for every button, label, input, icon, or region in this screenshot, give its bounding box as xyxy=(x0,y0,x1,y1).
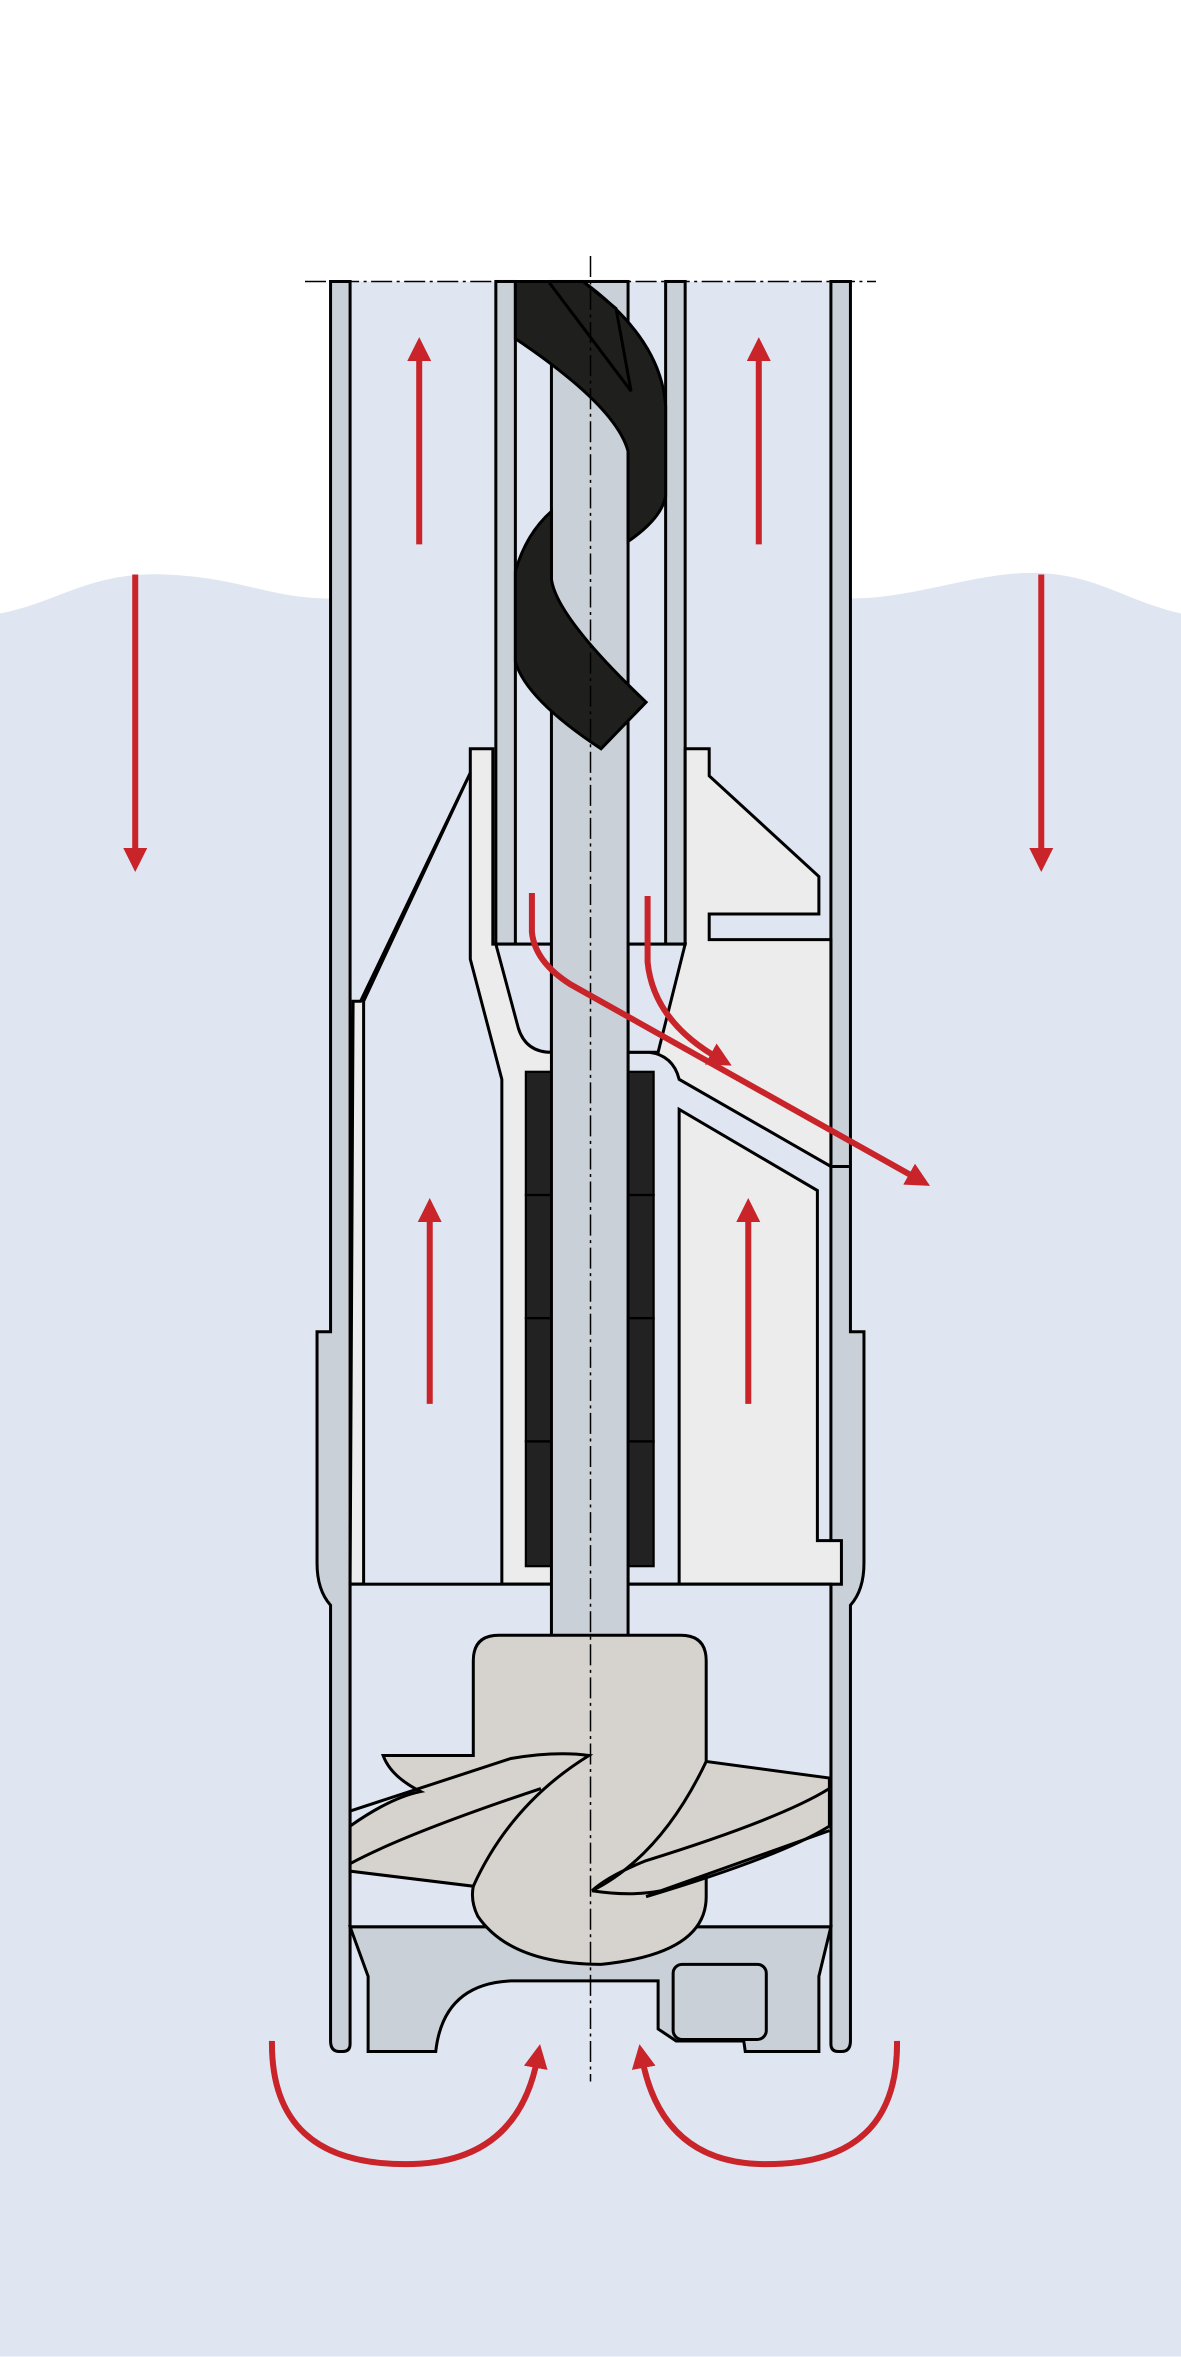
flow-arrow-diagonal xyxy=(644,896,732,1066)
impeller xyxy=(348,1633,831,1966)
motor-stator xyxy=(524,1070,655,1568)
centerline xyxy=(305,255,876,2082)
flow-arrow-curved xyxy=(268,2040,548,2168)
flow-arrow-curved xyxy=(631,2040,901,2168)
auger-screw xyxy=(513,279,668,751)
flow-arrow-diagonal xyxy=(528,893,931,1186)
bearing-housing xyxy=(671,1962,768,2041)
